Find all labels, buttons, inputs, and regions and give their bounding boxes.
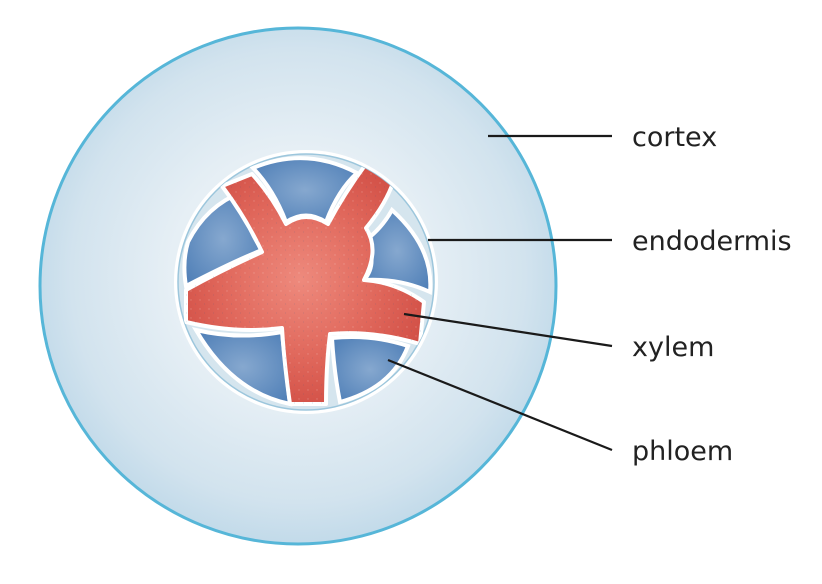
phloem-patch-lower-right (329, 335, 411, 405)
label-phloem: phloem (632, 436, 733, 467)
xylem-leader-line (403, 312, 613, 348)
label-xylem: xylem (632, 332, 714, 363)
xylem-star (184, 162, 426, 406)
label-endodermis: endodermis (632, 226, 792, 257)
phloem-leader-line (387, 358, 613, 452)
leader-lines (387, 134, 613, 452)
label-cortex: cortex (632, 122, 717, 153)
